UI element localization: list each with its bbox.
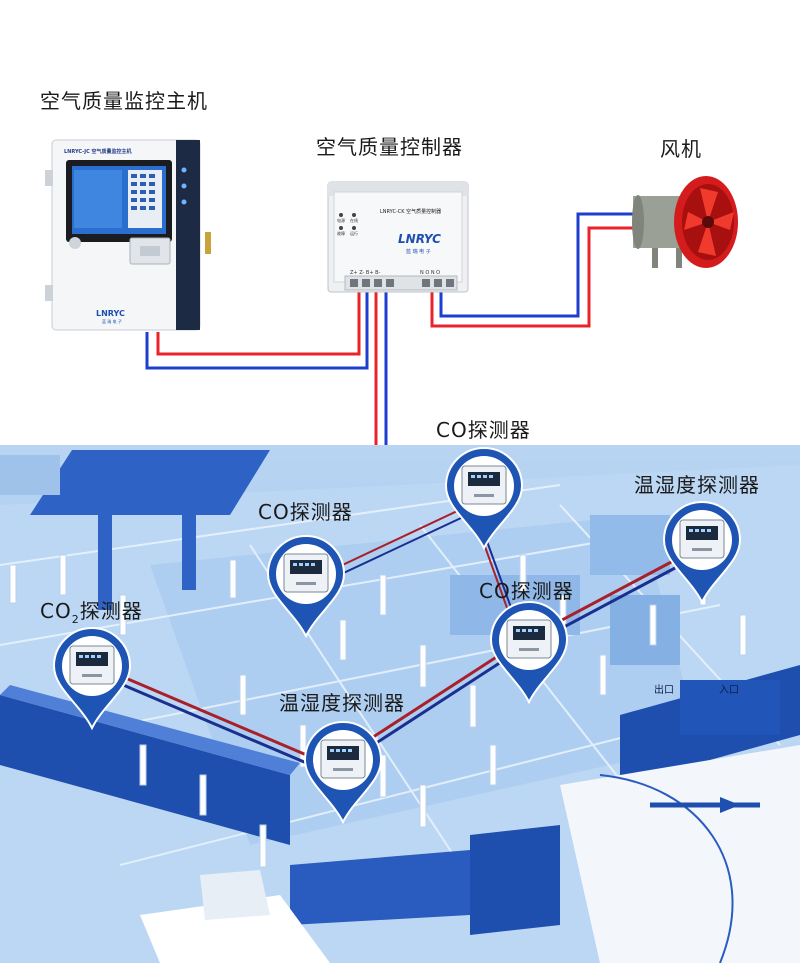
pin-co-top xyxy=(445,447,523,549)
controller-device xyxy=(327,181,469,293)
entrance-sign: 入口 xyxy=(719,685,739,696)
co2-subscript: 2 xyxy=(71,613,80,626)
host-brand-cn: 蓝 瑞 电 子 xyxy=(102,319,122,324)
controller-led-1: 电源 xyxy=(337,218,345,223)
wiring-diagram xyxy=(45,139,738,496)
host-device xyxy=(45,139,211,331)
controller-label: 空气质量控制器 xyxy=(316,135,463,159)
cable-red xyxy=(94,558,676,767)
controller-brand-cn: 蓝 瑞 电 子 xyxy=(406,249,431,255)
pin-co-mid xyxy=(490,601,568,703)
host-brand-logo: LNRYC xyxy=(96,309,125,318)
pin-th-right xyxy=(663,501,741,603)
co2-suffix: 探测器 xyxy=(79,599,143,623)
host-model-text: LNRYC-JC 空气质量监控主机 xyxy=(64,149,132,155)
controller-led-3: 故障 xyxy=(337,231,345,236)
cable-blue xyxy=(94,566,676,775)
wire-controller-fan-blue xyxy=(439,212,640,318)
controller-model-text: LNRYC-CK 空气质量控制器 xyxy=(380,209,442,215)
wire-host-controller-blue xyxy=(145,288,369,370)
co2-prefix: CO xyxy=(40,599,72,623)
wire-controller-fan-red xyxy=(430,226,640,328)
wire-host-controller-red xyxy=(156,288,361,356)
co-mid-label: CO探测器 xyxy=(479,579,574,603)
pin-co-left xyxy=(267,535,345,637)
fan-label: 风机 xyxy=(660,137,702,161)
co-left-label: CO探测器 xyxy=(258,500,353,524)
exit-sign: 出口 xyxy=(654,685,674,696)
controller-terminals-right: N O N O xyxy=(420,270,441,276)
controller-led-4: 运行 xyxy=(350,231,358,236)
th-right-label: 温湿度探测器 xyxy=(634,473,760,497)
fan-icon xyxy=(632,176,738,268)
controller-led-2: 在线 xyxy=(350,218,358,223)
controller-terminals-left: Z+ Z- B+ B- xyxy=(350,270,381,276)
controller-brand-logo: LNRYC xyxy=(398,232,441,246)
pin-th-bottom xyxy=(304,721,382,823)
th-bottom-label: 温湿度探测器 xyxy=(279,691,405,715)
co-top-label: CO探测器 xyxy=(436,418,531,442)
host-label: 空气质量监控主机 xyxy=(40,89,208,113)
co2-label: CO2探测器 xyxy=(40,595,143,626)
pin-co2 xyxy=(53,627,131,729)
